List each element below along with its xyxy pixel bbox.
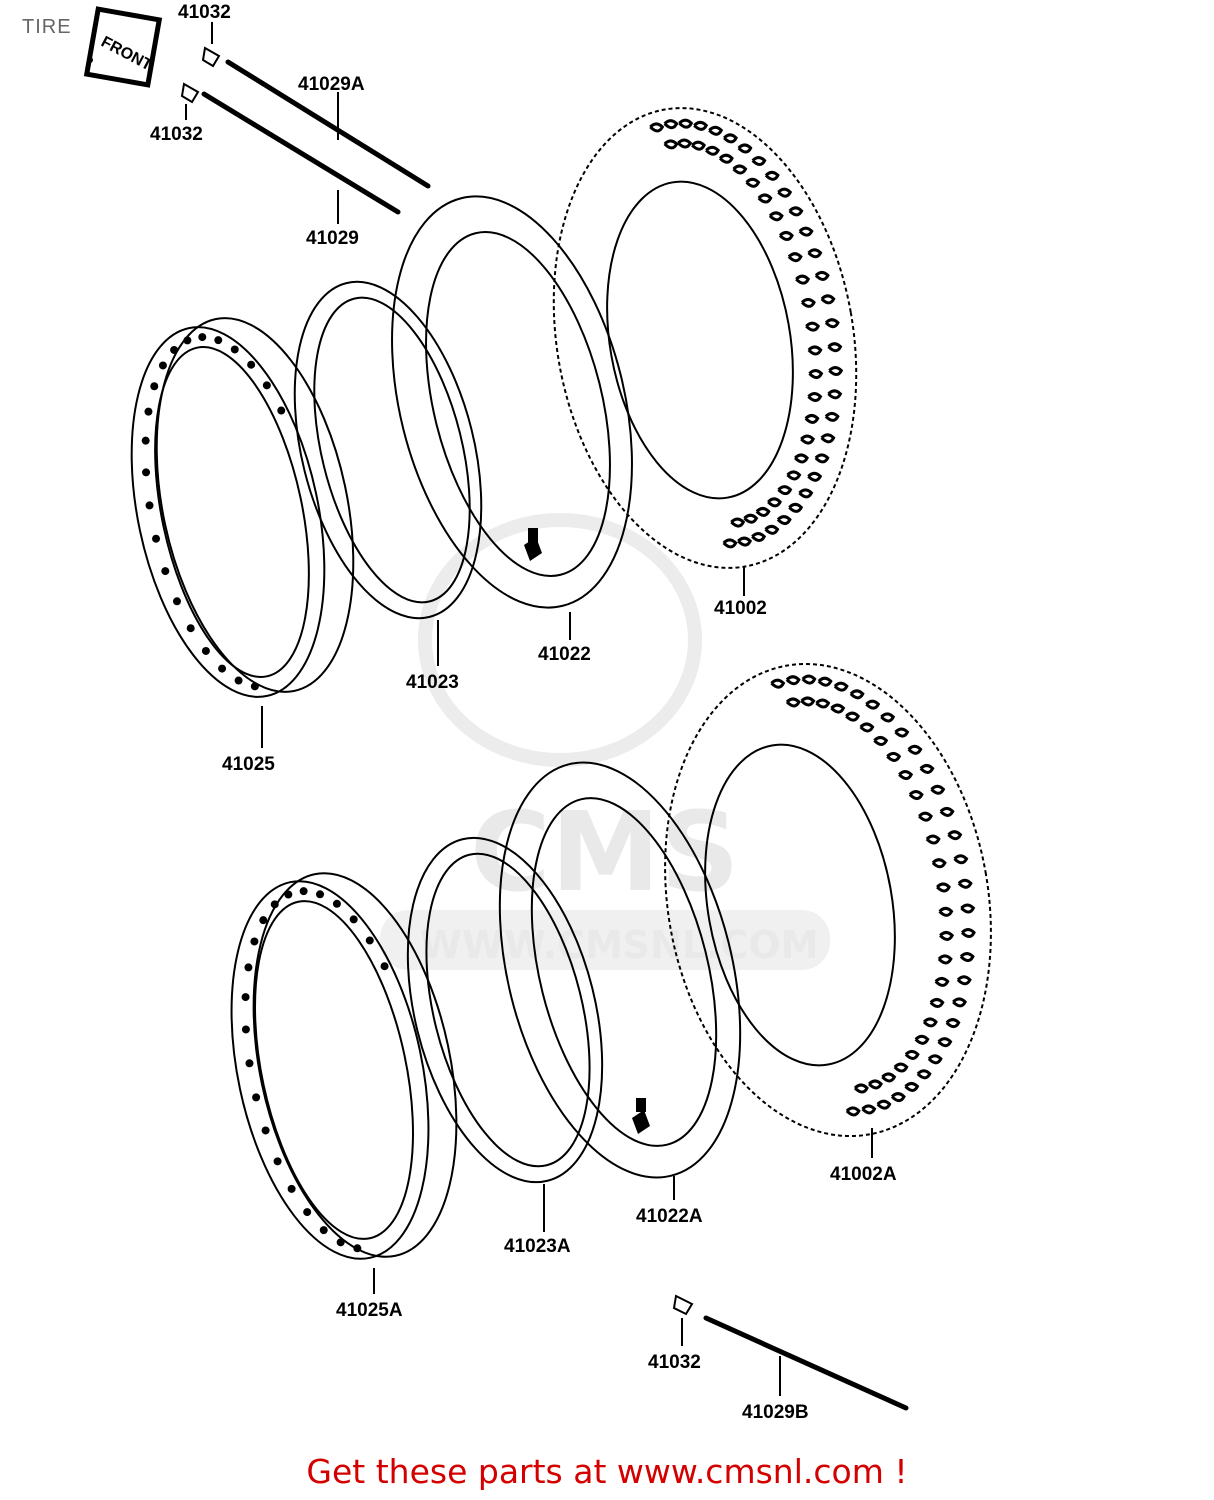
label-41025a: 41025A bbox=[336, 1300, 403, 1321]
label-41032-bot: 41032 bbox=[648, 1352, 701, 1373]
front-stamp: FRONT bbox=[83, 6, 163, 88]
tire-exploded-diagram: CMS WWW.CMSNL.COM FRONT bbox=[83, 2, 992, 1423]
watermark-brand: CMS bbox=[470, 788, 739, 916]
label-41022: 41022 bbox=[538, 644, 591, 665]
label-41022a: 41022A bbox=[636, 1206, 703, 1227]
watermark: CMS WWW.CMSNL.COM bbox=[380, 513, 830, 970]
spoke-set-front bbox=[180, 46, 431, 215]
watermark-url: WWW.CMSNL.COM bbox=[420, 923, 819, 967]
label-41032-mid: 41032 bbox=[150, 124, 203, 145]
leader-lines bbox=[185, 22, 873, 1396]
spoke-set-rear bbox=[672, 1294, 909, 1411]
front-tire bbox=[552, 107, 858, 569]
label-41032-top: 41032 bbox=[178, 2, 231, 23]
label-41002a: 41002A bbox=[830, 1164, 897, 1185]
label-41023a: 41023A bbox=[504, 1236, 571, 1257]
label-41025: 41025 bbox=[222, 754, 275, 775]
footer-link[interactable]: Get these parts at www.cmsnl.com ! bbox=[306, 1452, 908, 1491]
front-tube bbox=[391, 195, 633, 609]
rear-tire bbox=[664, 662, 992, 1138]
label-41002: 41002 bbox=[714, 598, 767, 619]
rear-tube bbox=[498, 761, 742, 1179]
label-41029b: 41029B bbox=[742, 1402, 809, 1423]
front-rim bbox=[130, 317, 355, 698]
label-41029: 41029 bbox=[306, 228, 359, 249]
rear-rim-band bbox=[406, 836, 604, 1184]
page-title: TIRE bbox=[22, 16, 72, 38]
front-rim-band bbox=[293, 280, 483, 620]
label-41023: 41023 bbox=[406, 672, 459, 693]
front-stamp-text: FRONT bbox=[98, 34, 155, 75]
part-labels: 41032 41029A 41032 41029 41002 41022 410… bbox=[150, 2, 897, 1423]
rear-rim bbox=[230, 872, 458, 1260]
label-41029a: 41029A bbox=[298, 74, 365, 95]
